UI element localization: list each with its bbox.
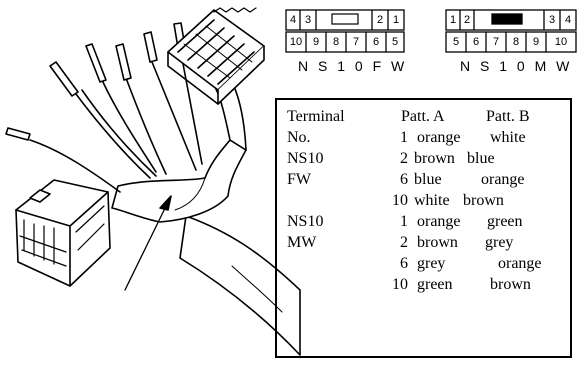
row-terminal: NS10: [287, 213, 324, 230]
row-patt-a: orange: [417, 213, 461, 230]
row-pin: 2: [400, 150, 408, 167]
row-pin: 2: [400, 234, 408, 251]
ns10fw-pin-bottom: 5: [391, 36, 399, 48]
wire-5: [151, 61, 197, 171]
wire-3: [125, 77, 167, 175]
left-connector: [15, 179, 111, 287]
row-pin: 10: [392, 192, 408, 209]
ns10fw-label: N S 1 0 F W: [298, 58, 408, 74]
row-patt-a: green: [417, 276, 453, 293]
ns10mw-pin-top: 4: [564, 14, 572, 26]
ns10fw-pin-top: 3: [304, 14, 312, 26]
ns10fw-pin-bottom: 10: [289, 36, 303, 48]
ns10fw-pin-bottom: 6: [372, 36, 380, 48]
top-connector: [167, 7, 265, 105]
ns10fw-pin-bottom: 8: [332, 36, 340, 48]
ns10mw-pin-bottom: 8: [512, 36, 520, 48]
pointer-arrowhead: [159, 195, 172, 211]
row-patt-a: grey: [417, 255, 446, 272]
header-terminal: Terminal: [287, 108, 345, 125]
ns10mw-pin-top: 1: [449, 14, 457, 26]
ns10mw-pin-bottom: 7: [492, 36, 500, 48]
row-pin: 6: [400, 255, 408, 272]
row-patt-b: white: [490, 129, 526, 146]
wire-4: [29, 139, 121, 193]
ns10mw-pin-bottom: 10: [554, 36, 568, 48]
row-patt-a: brown: [414, 150, 455, 167]
ns10fw-pin-bottom: 7: [352, 36, 360, 48]
row-terminal: MW: [287, 234, 317, 251]
row-pin: 1: [400, 129, 408, 146]
pointer-arrow-line: [124, 197, 171, 291]
ns10fw-pin-top: 4: [289, 14, 297, 26]
row-terminal: No.: [287, 129, 311, 146]
ns10mw-pin-top: 2: [463, 14, 471, 26]
cable-junction: [111, 139, 247, 223]
header-patt-b: Patt. B: [486, 108, 530, 125]
row-patt-b: green: [487, 213, 523, 230]
row-patt-b: blue: [467, 150, 495, 167]
row-terminal: FW: [287, 171, 311, 188]
row-patt-a: brown: [417, 234, 458, 251]
row-patt-a: orange: [417, 129, 461, 146]
row-patt-b: grey: [485, 234, 514, 251]
ns10fw-pin-top: 2: [376, 14, 384, 26]
row-patt-a: white: [414, 192, 450, 209]
header-patt-a: Patt. A: [401, 108, 445, 125]
row-terminal: NS10: [287, 150, 324, 167]
ns10mw-pin-bottom: 5: [452, 36, 460, 48]
ns10mw-label: N S 1 0 M W: [460, 58, 573, 74]
ns10fw-pin-bottom: 9: [312, 36, 320, 48]
row-pin: 10: [392, 276, 408, 293]
terminal-color-table: Terminal Patt. A Patt. B No. 1 orange wh…: [275, 98, 572, 358]
row-patt-b: brown: [463, 192, 504, 209]
row-patt-b: orange: [498, 255, 542, 272]
wire-2: [101, 79, 157, 173]
ns10mw-pin-bottom: 9: [532, 36, 540, 48]
ns10fw-pin-top: 1: [392, 14, 400, 26]
row-pin: 1: [400, 213, 408, 230]
row-patt-b: brown: [490, 276, 531, 293]
ns10fw-connector-face: [285, 9, 405, 53]
row-patt-a: blue: [414, 171, 442, 188]
ns10mw-pin-top: 3: [548, 14, 556, 26]
wire-1: [75, 93, 151, 179]
row-pin: 6: [400, 171, 408, 188]
row-patt-b: orange: [481, 171, 525, 188]
ns10mw-pin-bottom: 6: [472, 36, 480, 48]
ns10mw-connector-face: [445, 9, 577, 53]
main-cable: [179, 215, 301, 356]
